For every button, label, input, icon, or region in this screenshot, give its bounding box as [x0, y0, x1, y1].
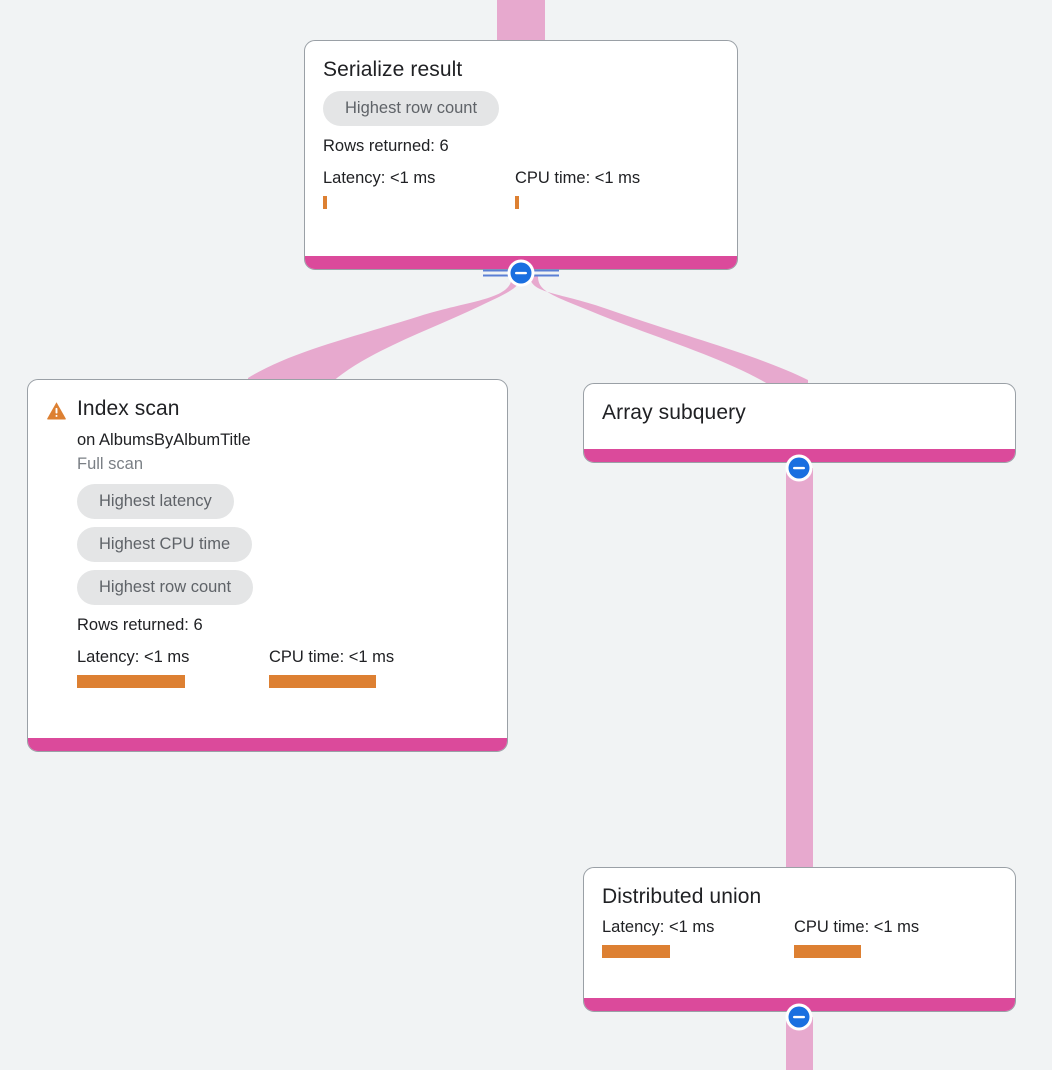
node-index-scan[interactable]: Index scan on AlbumsByAlbumTitle Full sc…	[27, 379, 508, 752]
collapse-minus-icon	[515, 271, 527, 275]
edge-incoming-stub	[497, 0, 545, 40]
latency-metric: Latency: <1 ms	[77, 647, 189, 688]
node-serialize-result[interactable]: Serialize result Highest row count Rows …	[304, 40, 738, 270]
latency-label: Latency: <1 ms	[77, 648, 190, 666]
metric-pill: Highest row count	[77, 570, 254, 605]
node-title: Serialize result	[323, 58, 463, 81]
node-header: Index scan	[46, 396, 489, 422]
cpu-metric: CPU time: <1 ms	[794, 917, 919, 958]
node-title: Array subquery	[602, 401, 746, 424]
warning-triangle-icon	[47, 402, 66, 420]
node-subtitle-muted: Full scan	[77, 455, 144, 473]
edge-serialize-to-array-subquery	[530, 276, 808, 384]
metrics-row: Latency: <1 ms CPU time: <1 ms	[323, 168, 719, 213]
cpu-bar	[515, 196, 519, 209]
collapse-minus-icon	[793, 1015, 805, 1019]
metrics-row: Latency: <1 ms CPU time: <1 ms	[602, 917, 997, 962]
rows-returned: Rows returned: 6	[323, 137, 449, 155]
node-array-subquery[interactable]: Array subquery	[583, 383, 1016, 463]
latency-bar	[77, 675, 185, 688]
node-distributed-union[interactable]: Distributed union Latency: <1 ms CPU tim…	[583, 867, 1016, 1012]
cpu-metric: CPU time: <1 ms	[515, 168, 640, 209]
toggle-serialize-result[interactable]	[507, 259, 535, 287]
node-header: Array subquery	[602, 400, 997, 426]
cpu-metric: CPU time: <1 ms	[269, 647, 394, 688]
node-title: Distributed union	[602, 885, 762, 908]
rows-returned: Rows returned: 6	[77, 616, 203, 634]
cpu-bar	[794, 945, 861, 958]
toggle-array-subquery[interactable]	[785, 454, 813, 482]
latency-bar	[323, 196, 327, 209]
cpu-label: CPU time: <1 ms	[269, 648, 395, 666]
latency-metric: Latency: <1 ms	[602, 917, 714, 958]
node-header: Distributed union	[602, 884, 997, 910]
collapse-minus-icon	[793, 466, 805, 470]
latency-bar	[602, 945, 670, 958]
metric-pill: Highest CPU time	[77, 527, 253, 562]
node-subtitle: on AlbumsByAlbumTitle	[77, 431, 251, 449]
latency-label: Latency: <1 ms	[323, 169, 436, 187]
latency-label: Latency: <1 ms	[602, 918, 715, 936]
pill-list: Highest row count	[323, 83, 719, 126]
cpu-label: CPU time: <1 ms	[794, 918, 920, 936]
pill-list: Highest latency Highest CPU time Highest…	[77, 476, 489, 605]
node-footer-bar	[28, 738, 507, 751]
metric-pill: Highest latency	[77, 484, 234, 519]
cpu-label: CPU time: <1 ms	[515, 169, 641, 187]
metrics-row: Latency: <1 ms CPU time: <1 ms	[77, 647, 489, 692]
edge-array-subquery-to-distributed-union	[786, 468, 813, 868]
latency-metric: Latency: <1 ms	[323, 168, 435, 209]
edge-serialize-to-index-scan	[248, 276, 521, 384]
cpu-bar	[269, 675, 376, 688]
node-header: Serialize result	[323, 57, 719, 83]
toggle-distributed-union[interactable]	[785, 1003, 813, 1031]
metric-pill: Highest row count	[323, 91, 500, 126]
node-title: Index scan	[77, 397, 180, 420]
